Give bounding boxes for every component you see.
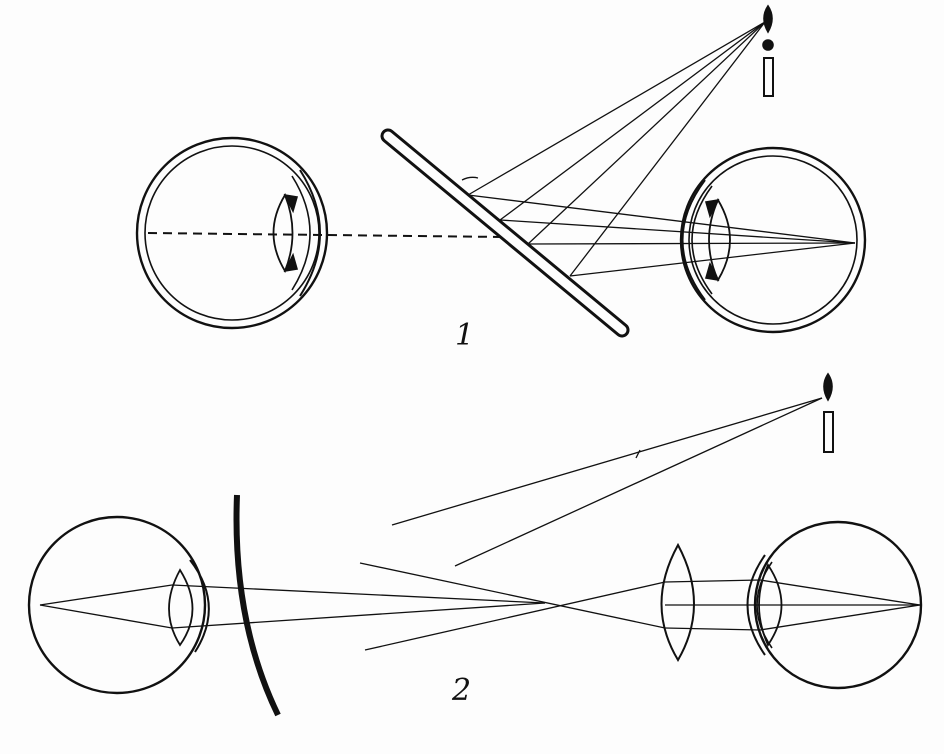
lens-1: [660, 542, 695, 662]
figure-label-2: 2: [451, 673, 471, 708]
figure-2: [27, 372, 923, 717]
figure-1: [135, 4, 867, 338]
concave-mirror: [233, 494, 281, 717]
candle-1: [762, 4, 774, 97]
figure-label-1: 1: [455, 318, 474, 353]
mirror: [380, 128, 630, 338]
observer-eye-right: [679, 146, 867, 334]
candle-2: [823, 372, 834, 453]
observed-eye-left-2: [27, 515, 210, 695]
observed-eye-left: [135, 136, 329, 330]
light-rays-2: [39, 397, 921, 651]
light-rays-1: [461, 21, 856, 277]
